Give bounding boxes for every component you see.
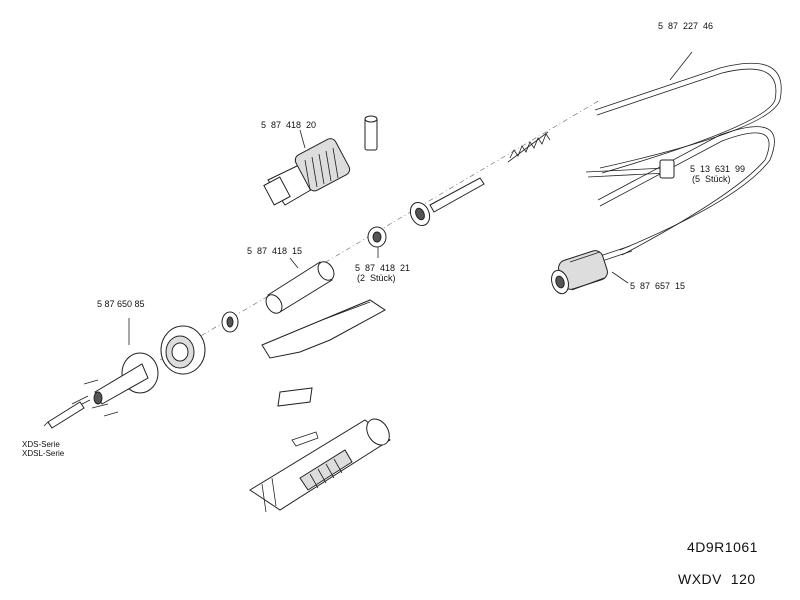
connector-cable-part <box>551 245 633 295</box>
document-number: 4D9R1061 <box>687 539 758 555</box>
clip-part <box>659 159 675 179</box>
part-number-connector-cable: 5 87 657 15 <box>630 281 686 291</box>
part-qty-clip: (5 Stück) <box>692 174 731 184</box>
part-number-cable-holder: 5 87 227 46 <box>658 21 714 31</box>
tip-holder-part <box>71 318 159 417</box>
flat-plate-part <box>261 299 386 359</box>
ring-housing-part <box>160 325 206 375</box>
series-label-xdsl: XDSL-Serie <box>22 449 65 458</box>
part-number-cap: 5 87 418 20 <box>261 120 317 130</box>
small-grommet-part <box>221 311 239 333</box>
grommet-part <box>367 226 387 248</box>
part-number-tip-holder: 5 87 650 85 <box>97 299 145 309</box>
part-qty-grommet: (2 Stück) <box>357 273 396 283</box>
part-number-grommet: 5 87 418 21 <box>355 263 411 273</box>
tube-part <box>265 261 335 314</box>
model-name: WXDV 120 <box>678 571 756 587</box>
spring-clip-part <box>291 431 319 447</box>
heating-element-part <box>409 177 485 227</box>
cable-holder-rods <box>585 51 782 256</box>
part-number-tube: 5 87 418 15 <box>247 246 303 256</box>
series-label-xds: XDS-Serie <box>22 440 60 449</box>
spring-part <box>507 131 551 163</box>
cap-part <box>263 138 351 206</box>
part-number-clip: 5 13 631 99 <box>690 164 746 174</box>
pin-part <box>364 115 378 151</box>
small-plate-part <box>277 387 313 407</box>
handle-part <box>249 418 391 513</box>
soldering-tip-part <box>43 401 85 429</box>
